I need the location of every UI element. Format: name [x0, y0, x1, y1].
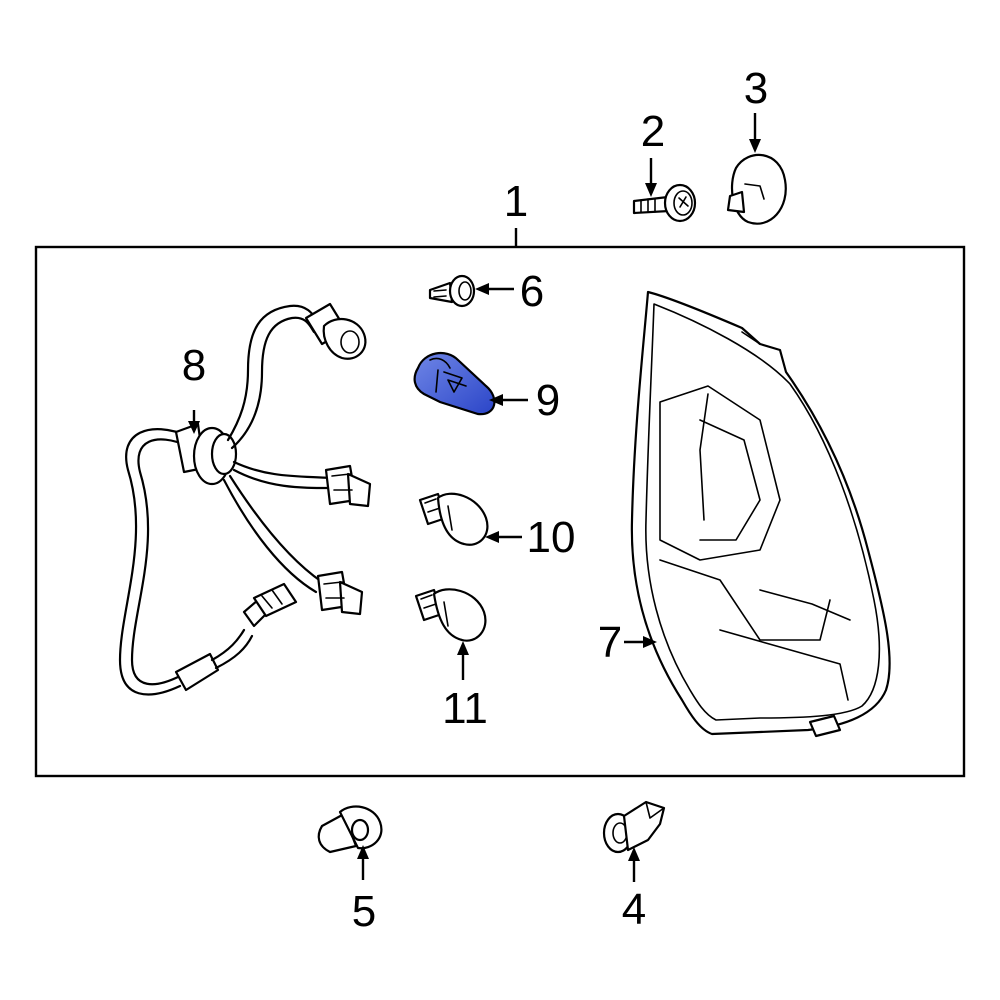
part-3-cover-cap[interactable] — [726, 153, 787, 225]
part-7-tail-lamp[interactable] — [630, 290, 891, 738]
callout-11: 11 — [442, 684, 488, 733]
part-10-wedge-bulb[interactable] — [418, 492, 489, 546]
part-11-wedge-bulb[interactable] — [414, 588, 487, 642]
part-4-push-clip[interactable] — [602, 800, 666, 854]
callout-9: 9 — [536, 376, 560, 425]
part-2-screw[interactable] — [632, 183, 697, 223]
assembly-box — [34, 245, 966, 778]
callout-labels: 1 2 3 4 5 6 7 8 9 10 11 — [182, 64, 768, 936]
callout-2: 2 — [641, 107, 665, 156]
part-9-bulb-highlighted[interactable] — [413, 351, 496, 416]
callout-5: 5 — [352, 887, 376, 936]
part-8-wiring-harness[interactable] — [118, 302, 372, 696]
callout-3: 3 — [744, 64, 768, 113]
callout-10: 10 — [527, 513, 576, 562]
part-6-clip[interactable] — [428, 274, 476, 308]
callout-7: 7 — [598, 618, 622, 667]
callout-8: 8 — [182, 341, 206, 390]
callout-4: 4 — [622, 885, 646, 934]
callout-1: 1 — [504, 177, 528, 226]
leader-lines — [188, 113, 761, 882]
callout-6: 6 — [520, 267, 544, 316]
part-5-bracket[interactable] — [317, 805, 383, 854]
